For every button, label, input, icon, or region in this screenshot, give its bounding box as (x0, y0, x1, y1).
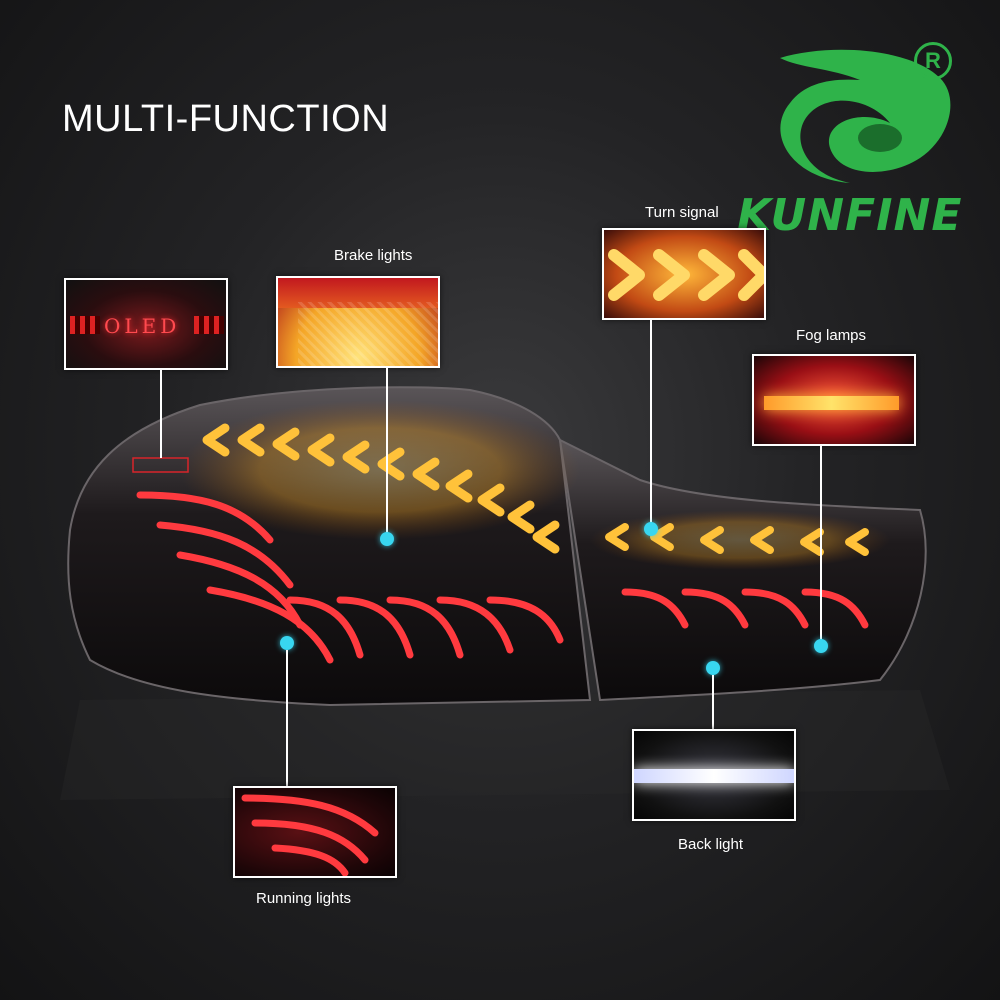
oled-inset: OLED (64, 278, 228, 370)
back-marker-dot (706, 661, 720, 675)
fog-connector (820, 446, 822, 642)
turn-connector (650, 320, 652, 524)
turn-signal-label: Turn signal (645, 204, 719, 221)
running-lights-inset (233, 786, 397, 878)
fog-marker-dot (814, 639, 828, 653)
back-light-label: Back light (678, 836, 744, 853)
turn-signal-inset (602, 228, 766, 320)
right-housing (558, 438, 927, 702)
fog-lamps-label: Fog lamps (796, 327, 867, 344)
page-heading: MULTI-FUNCTION (62, 98, 390, 140)
oled-connector (160, 370, 162, 458)
back-connector (712, 675, 714, 729)
running-marker-dot (280, 636, 294, 650)
oled-badge: OLED (104, 314, 181, 338)
brake-connector (386, 368, 388, 536)
logo-swoosh-icon (780, 49, 951, 183)
running-lights-label: Running lights (256, 890, 352, 907)
registered-mark-icon: R (914, 42, 952, 80)
brand-logo: R KUNFINE (730, 38, 970, 241)
brake-lights-label: Brake lights (334, 247, 413, 264)
back-light-inset (632, 729, 796, 821)
fog-lamps-inset (752, 354, 916, 446)
brake-marker-dot (380, 532, 394, 546)
running-connector (286, 650, 288, 788)
turn-marker-dot (644, 522, 658, 536)
brand-name: KUNFINE (737, 190, 963, 241)
brake-lights-inset (276, 276, 440, 368)
